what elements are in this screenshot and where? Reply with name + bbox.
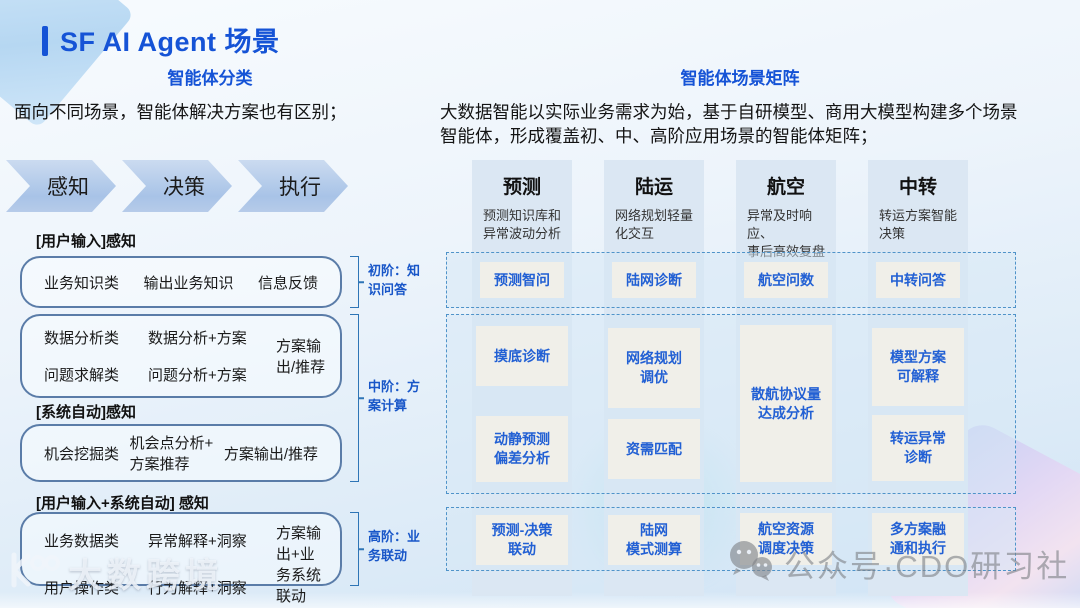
- group3-box: 机会挖掘类 机会点分析+ 方案推荐 方案输出/推荐: [20, 424, 342, 482]
- matrix-item: 预测智问: [480, 262, 564, 298]
- level2-label: 中阶：方 案计算: [368, 379, 421, 413]
- group2-row2-type: 问题求解类: [44, 367, 120, 384]
- column-desc: 网络规划轻量 化交互: [615, 208, 694, 242]
- flow-step-perception: 感知: [6, 160, 116, 212]
- watermark-bottom-right: 公众号·CDO研习社: [726, 538, 1069, 589]
- group2-row2-detail: 问题分析+方案: [148, 367, 247, 384]
- column-title: 预测: [502, 177, 541, 198]
- level3-label: 高阶：业 务联动: [368, 529, 421, 563]
- group1-cell-feedback: 信息反馈: [257, 274, 318, 292]
- column-title: 航空: [766, 177, 805, 198]
- group3-cell-type: 机会挖掘类: [44, 445, 120, 463]
- group1-cell-output: 输出业务知识: [143, 274, 234, 292]
- level3-bracket: [350, 512, 359, 586]
- matrix-item: 多方案融 通和执行: [872, 513, 964, 565]
- right-section-heading: 智能体场景矩阵: [680, 69, 800, 88]
- group2-row1-type: 数据分析类: [44, 330, 120, 347]
- left-section-heading: 智能体分类: [167, 69, 253, 88]
- wechat-icon: [726, 538, 778, 589]
- group4-output: 方案输出+业 务系统联动: [276, 525, 322, 605]
- watermark-text: 大数跨境: [68, 557, 224, 595]
- matrix-item: 中转问答: [876, 262, 960, 298]
- matrix-item: 模型方案 可解释: [872, 328, 964, 406]
- bottom-fade-decoration: [0, 592, 1080, 608]
- group3-label: [系统自动]感知: [36, 404, 136, 421]
- matrix-item: 摸底诊断: [476, 326, 568, 386]
- watermark-text: 公众号·CDO研习社: [784, 549, 1070, 584]
- column-title: 陆运: [634, 177, 673, 198]
- dashukuajing-logo-icon: [8, 551, 60, 594]
- group4-label: [用户输入+系统自动] 感知: [36, 495, 209, 512]
- column-title: 中转: [898, 177, 937, 198]
- matrix-item: 动静预测 偏差分析: [476, 416, 568, 482]
- page-title: SF AI Agent 场景: [60, 27, 280, 57]
- right-intro-text: 大数据智能以实际业务需求为始，基于自研模型、商用大模型构建多个场景智能体，形成覆…: [440, 102, 1018, 147]
- matrix-item: 陆网诊断: [612, 262, 696, 298]
- matrix-item: 预测-决策 联动: [476, 515, 568, 565]
- group2-output: 方案输出/推荐: [276, 338, 326, 376]
- title-accent-bar: [42, 26, 48, 56]
- column-desc: 预测知识库和 异常波动分析: [483, 208, 562, 242]
- matrix-item: 航空问数: [744, 262, 828, 298]
- matrix-item: 网络规划 调优: [608, 328, 700, 408]
- group4-row1-type: 业务数据类: [44, 533, 120, 550]
- agent-flow: 感知 决策 执行: [6, 160, 348, 212]
- group4-row1-detail: 异常解释+洞察: [148, 533, 247, 550]
- group4-row2-type: 用户操作类: [44, 580, 120, 597]
- column-desc: 转运方案智能 决策: [879, 208, 958, 242]
- group1-cell-type: 业务知识类: [44, 274, 120, 292]
- watermark-bottom-left: 大数跨境: [8, 548, 224, 597]
- group2-box: 数据分析类 数据分析+方案 方案输出/推荐 问题求解类 问题分析+方案: [20, 314, 342, 398]
- level1-label: 初阶：知 识问答: [368, 263, 421, 297]
- group3-cell-analysis: 机会点分析+ 方案推荐: [129, 435, 214, 473]
- matrix-item: 转运异常 诊断: [872, 415, 964, 481]
- matrix-item: 资需匹配: [608, 419, 700, 479]
- matrix-item: 陆网 模式测算: [608, 515, 700, 565]
- group1-box: 业务知识类 输出业务知识 信息反馈: [20, 256, 342, 308]
- group1-label: [用户输入]感知: [36, 233, 136, 250]
- group2-row1-detail: 数据分析+方案: [148, 330, 247, 347]
- group4-row2-detail: 行为解释+洞察: [148, 580, 247, 597]
- matrix-item: 散航协议量 达成分析: [740, 325, 832, 482]
- group3-cell-output: 方案输出/推荐: [223, 445, 318, 463]
- level2-bracket: [350, 314, 359, 482]
- flow-step-execution: 执行: [238, 160, 348, 212]
- group4-box: 业务数据类 异常解释+洞察 方案输出+业 务系统联动 用户操作类 行为解释+洞察: [20, 512, 342, 605]
- flow-step-decision: 决策: [122, 160, 232, 212]
- level1-bracket: [350, 256, 359, 308]
- left-intro-text: 面向不同场景，智能体解决方案也有区别；: [14, 102, 347, 122]
